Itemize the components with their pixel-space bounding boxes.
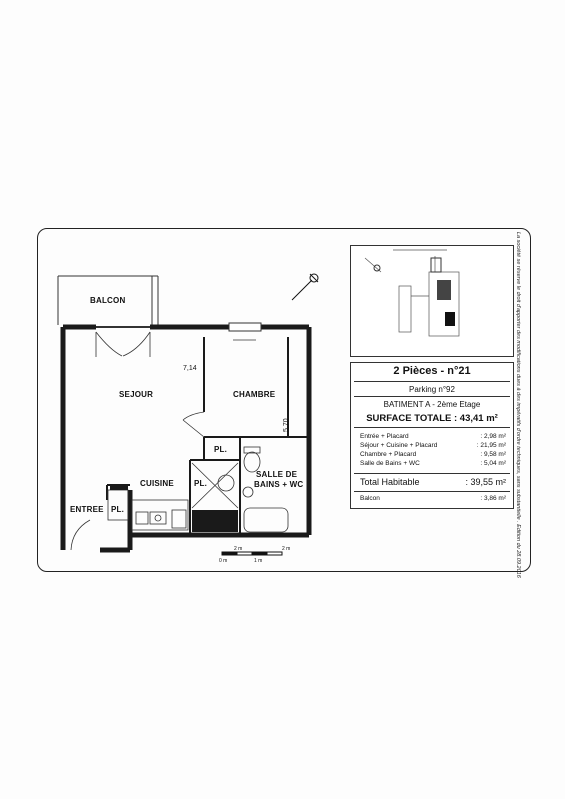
info-surface-value: : 43,41 m² <box>453 413 498 424</box>
room-sejour: SEJOUR <box>119 390 154 399</box>
kitchen-counter <box>131 499 189 531</box>
room-balcon: BALCON <box>90 296 126 305</box>
interior-walls <box>106 337 309 535</box>
balcon-value: : 3,86 m² <box>480 495 506 502</box>
room-pl-bath: PL. <box>194 479 208 488</box>
scale-label-2m-end: 2 m <box>282 546 291 552</box>
total-label: Total Habitable <box>360 477 420 487</box>
room-entree: ENTREE <box>70 505 104 514</box>
apartment-info-panel: 2 Pièces - n°21 Parking n°92 BATIMENT A … <box>350 362 514 509</box>
bedroom-window <box>228 322 262 332</box>
area-value: : 21,95 m² <box>476 442 506 449</box>
room-pl-chambre: PL. <box>214 445 228 454</box>
area-value: : 5,04 m² <box>480 460 506 467</box>
info-batiment: BATIMENT A - 2ème Etage <box>383 400 481 409</box>
total-value: : 39,55 m² <box>465 477 506 487</box>
info-parking: Parking n°92 <box>409 385 455 394</box>
bathroom-fixtures <box>191 446 289 533</box>
room-sdb-line2: BAINS + WC <box>254 480 304 489</box>
door-swings <box>70 411 205 551</box>
area-value: : 2,98 m² <box>480 433 506 440</box>
bathroom-shower-tray <box>192 510 238 532</box>
room-cuisine: CUISINE <box>140 479 174 488</box>
balcony-door <box>95 326 151 357</box>
location-minimap <box>350 245 514 357</box>
dimension-1: 7,14 <box>183 365 197 372</box>
area-label: Salle de Bains + WC <box>360 460 420 467</box>
info-surface-label: SURFACE TOTALE <box>366 413 452 424</box>
room-pl-entree: PL. <box>111 505 125 514</box>
dimension-2: 5,70 <box>283 418 290 432</box>
room-chambre: CHAMBRE <box>233 390 276 399</box>
minimap-drawing <box>364 249 460 337</box>
balcony-outline <box>57 275 159 325</box>
room-sdb-line1: SALLE DE <box>256 470 298 479</box>
info-surface: SURFACE TOTALE : 43,41 m² <box>351 413 513 424</box>
area-value: : 9,58 m² <box>480 451 506 458</box>
scale-label-0m: 0 m <box>219 558 228 564</box>
area-label: Chambre + Placard <box>360 451 417 458</box>
area-label: Séjour + Cuisine + Placard <box>360 442 438 449</box>
area-label: Entrée + Placard <box>360 433 409 440</box>
balcon-label: Balcon <box>360 495 380 502</box>
exterior-walls <box>60 324 312 553</box>
info-title: 2 Pièces - n°21 <box>393 365 471 377</box>
compass-arrow <box>291 273 319 301</box>
scale-label-2m: 2 m <box>234 546 243 552</box>
scale-label-1m: 1 m <box>254 558 263 564</box>
scale-bar <box>221 551 283 556</box>
plan-frame <box>37 228 531 572</box>
